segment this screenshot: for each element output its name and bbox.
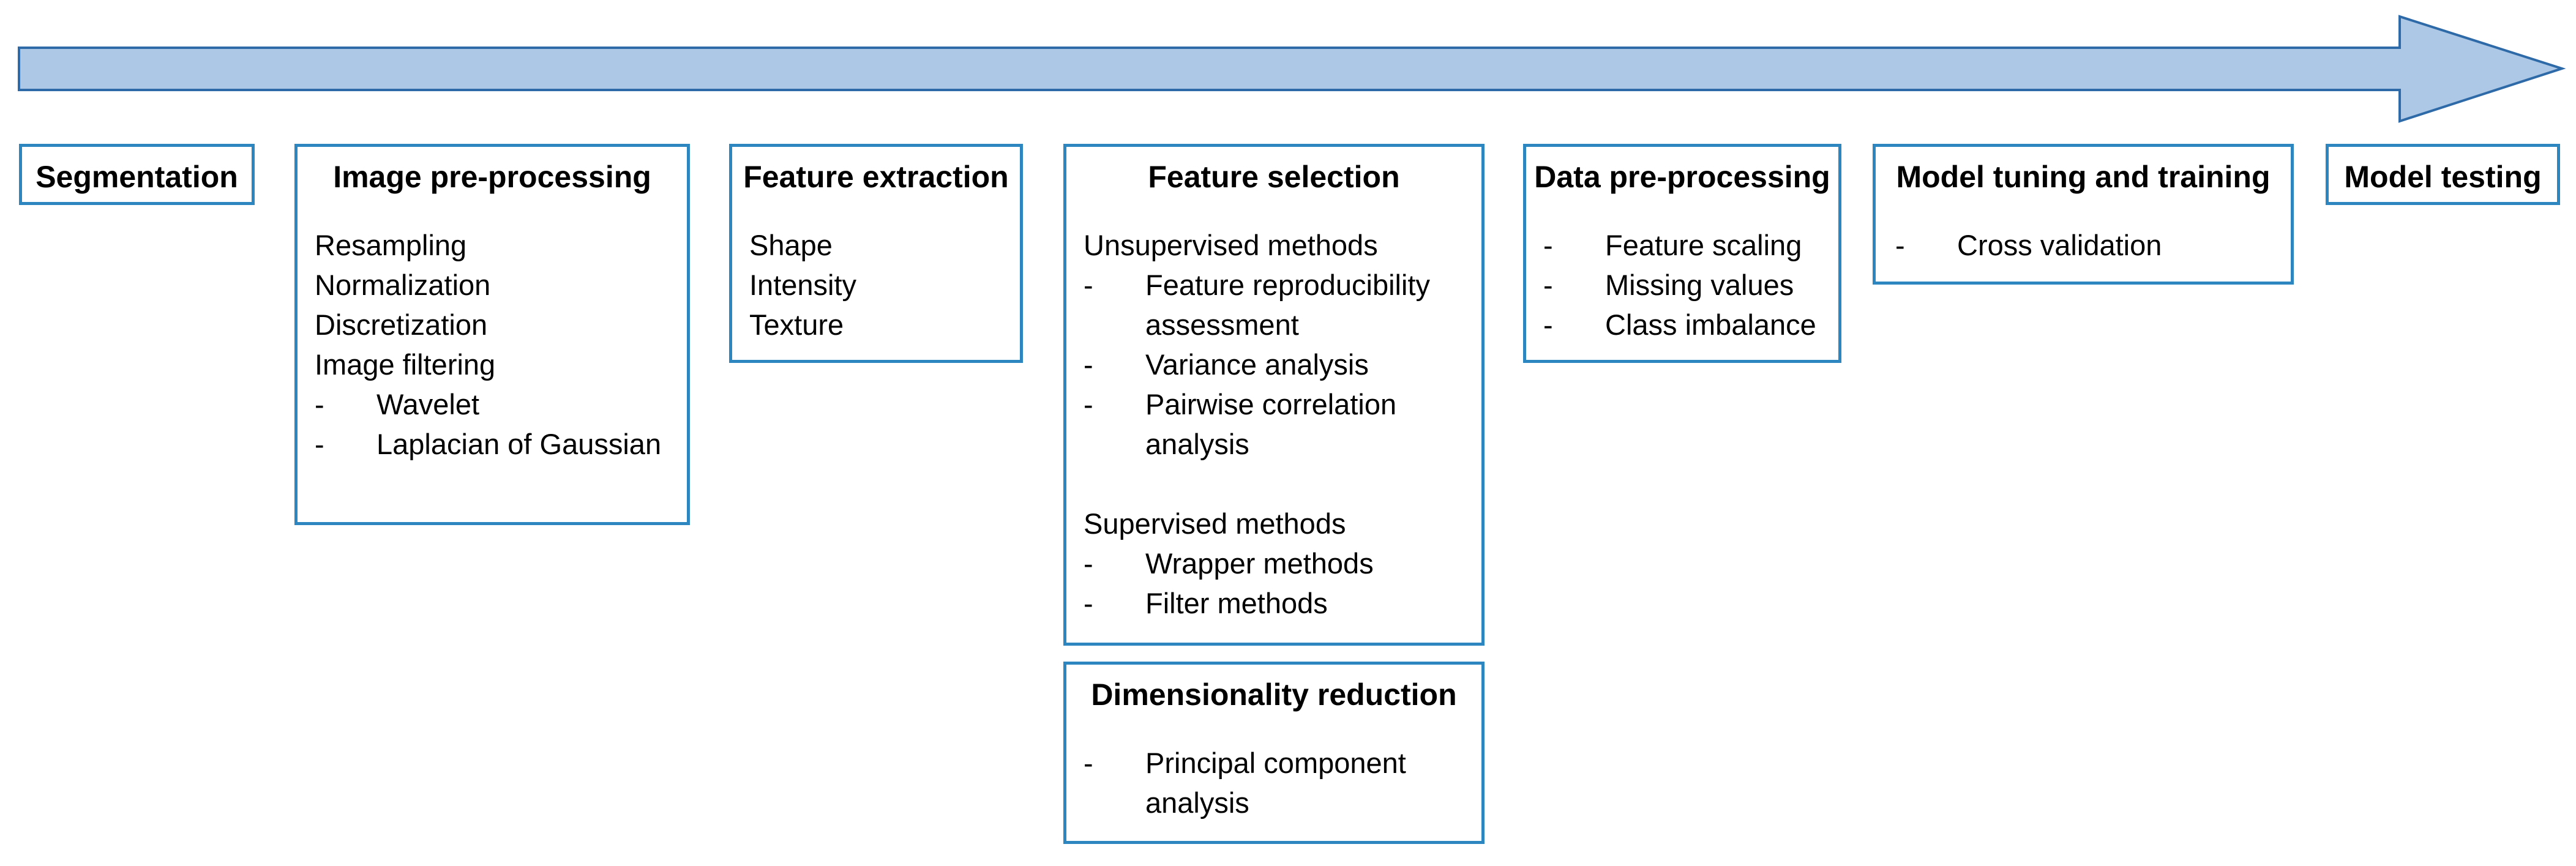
stage-title: Segmentation (36, 160, 238, 194)
stage-title: Data pre-processing (1534, 160, 1830, 194)
bullet-text-continued: assessment (1145, 308, 1299, 341)
stage-feature-extraction: Feature extraction Shape Intensity Textu… (729, 144, 1023, 363)
bullet-text: Feature scaling (1605, 229, 1802, 261)
bullet-dash: - (1543, 308, 1553, 341)
bullet-text: Principal component (1145, 747, 1406, 779)
bullet-text: Pairwise correlation (1145, 388, 1397, 420)
stage-title: Feature extraction (743, 160, 1009, 194)
bullet-item: - Feature reproducibility assessment (1084, 265, 1481, 345)
text-line: Shape (749, 229, 833, 261)
stage-title: Dimensionality reduction (1091, 677, 1457, 712)
bullet-dash: - (1543, 269, 1553, 301)
stage-image-preprocessing: Image pre-processing Resampling Normaliz… (294, 144, 690, 525)
stage-data-preprocessing: Data pre-processing - Feature scaling - Mi… (1523, 144, 1841, 363)
bullet-dash: - (1084, 269, 1093, 301)
stage-title: Feature selection (1148, 160, 1400, 194)
bullet-item: - Principal component analysis (1084, 743, 1481, 823)
stage-title: Image pre-processing (333, 160, 651, 194)
stage-feature-selection: Feature selection Unsupervised methods -… (1063, 144, 1485, 646)
section-heading: Supervised methods (1084, 507, 1346, 540)
stage-body: - Feature scaling - Missing values - Class … (1526, 225, 1838, 345)
bullet-item: - Wrapper methods (1084, 543, 1481, 583)
bullet-text: Laplacian of Gaussian (376, 428, 662, 460)
stage-body: - Cross validation (1876, 225, 2291, 265)
bullet-text: Missing values (1605, 269, 1794, 301)
section-gap (1084, 464, 1481, 504)
bullet-dash: - (1895, 229, 1905, 261)
stage-title: Model testing (2344, 160, 2542, 194)
bullet-item: - Wavelet (315, 384, 687, 424)
text-line: Discretization (315, 308, 488, 341)
stage-title: Model tuning and training (1896, 160, 2271, 194)
stage-dimensionality-reduction: Dimensionality reduction - Principal comp… (1063, 662, 1485, 844)
text-line: Normalization (315, 269, 491, 301)
bullet-item: - Variance analysis (1084, 345, 1481, 384)
bullet-text-continued: analysis (1145, 428, 1249, 460)
stage-model-testing: Model testing (2326, 144, 2560, 205)
stage-segmentation: Segmentation (19, 144, 255, 205)
bullet-dash: - (1084, 388, 1093, 420)
bullet-text-continued: analysis (1145, 786, 1249, 819)
bullet-dash: - (315, 428, 324, 460)
bullet-item: - Class imbalance (1543, 305, 1838, 345)
bullet-text: Filter methods (1145, 587, 1328, 619)
bullet-dash: - (315, 388, 324, 420)
text-line: Resampling (315, 229, 467, 261)
bullet-text: Class imbalance (1605, 308, 1816, 341)
bullet-dash: - (1084, 587, 1093, 619)
bullet-text: Wavelet (376, 388, 480, 420)
stage-body: Shape Intensity Texture (732, 225, 1020, 345)
bullet-dash: - (1084, 348, 1093, 381)
bullet-dash: - (1543, 229, 1553, 261)
bullet-dash: - (1084, 747, 1093, 779)
bullet-text: Variance analysis (1145, 348, 1369, 381)
section-heading: Unsupervised methods (1084, 229, 1378, 261)
bullet-text: Feature reproducibility (1145, 269, 1430, 301)
bullet-item: - Missing values (1543, 265, 1838, 305)
stage-body: Unsupervised methods - Feature reproducib… (1066, 225, 1481, 623)
bullet-item: - Cross validation (1895, 225, 2291, 265)
stage-model-tuning: Model tuning and training - Cross validat… (1873, 144, 2294, 285)
text-line: Image filtering (315, 348, 496, 381)
text-line: Intensity (749, 269, 857, 301)
text-line: Texture (749, 308, 844, 341)
bullet-dash: - (1084, 547, 1093, 580)
stage-body: - Principal component analysis (1066, 743, 1481, 823)
bullet-item: - Pairwise correlation analysis (1084, 384, 1481, 464)
bullet-text: Wrapper methods (1145, 547, 1374, 580)
bullet-text: Cross validation (1957, 229, 2162, 261)
bullet-item: - Laplacian of Gaussian (315, 424, 687, 464)
bullet-item: - Filter methods (1084, 583, 1481, 623)
stage-body: Resampling Normalization Discretization … (298, 225, 687, 464)
timeline-arrow (18, 15, 2566, 123)
bullet-item: - Feature scaling (1543, 225, 1838, 265)
timeline-arrow-shape (18, 15, 2566, 123)
